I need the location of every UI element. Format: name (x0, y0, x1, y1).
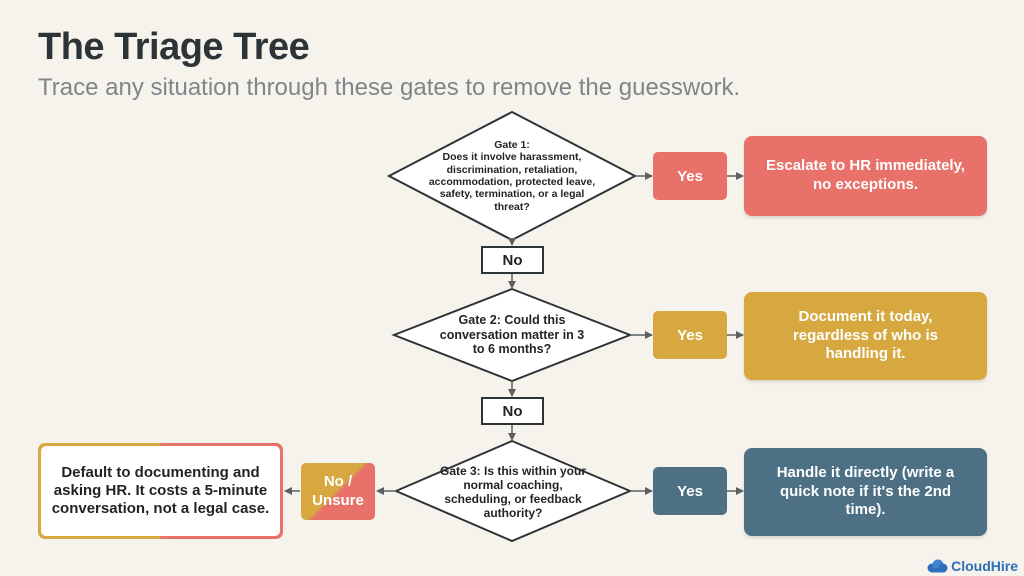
gate-2-outcome: Document it today, regardless of who is … (744, 292, 987, 380)
gate-3-nounsure-label: No / Unsure (301, 463, 375, 520)
cloud-icon (927, 559, 948, 573)
gate-3-outcome: Handle it directly (write a quick note i… (744, 448, 987, 536)
page-title: The Triage Tree (38, 26, 310, 68)
gate-1-yes-label: Yes (653, 152, 727, 200)
gate-1-no-label: No (481, 246, 544, 274)
gate-2-yes-label: Yes (653, 311, 727, 359)
gate-3-question: Gate 3: Is this within your normal coach… (439, 463, 587, 521)
gate-1-question: Gate 1: Does it involve harassment, disc… (428, 138, 596, 213)
gate-3-yes-label: Yes (653, 467, 727, 515)
gate-3-diamond (393, 439, 633, 543)
brand-logo: CloudHire (926, 558, 1018, 574)
default-outcome-text: Default to documenting and asking HR. It… (41, 446, 280, 536)
gate-2-question: Gate 2: Could this conversation matter i… (439, 312, 585, 357)
default-outcome-box: Default to documenting and asking HR. It… (38, 443, 283, 539)
brand-name: CloudHire (951, 558, 1018, 574)
page-subtitle: Trace any situation through these gates … (38, 74, 741, 101)
gate-1-outcome: Escalate to HR immediately, no exception… (744, 136, 987, 216)
gate-2-no-label: No (481, 397, 544, 425)
